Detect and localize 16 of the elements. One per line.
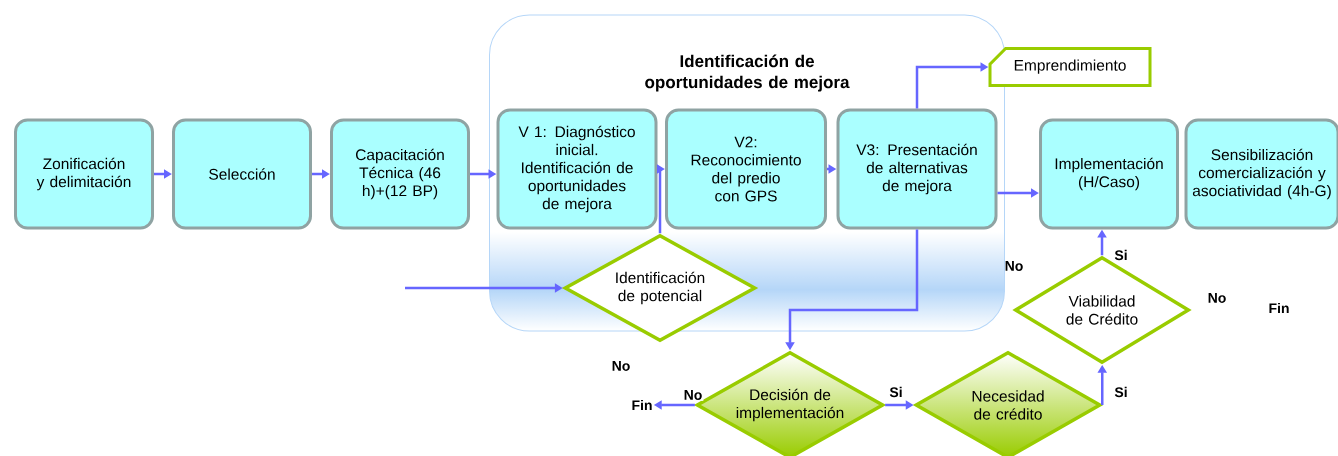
edge-label: Si xyxy=(1113,385,1129,399)
tag-box: Emprendimiento xyxy=(988,47,1152,87)
end-label: Fin xyxy=(630,398,654,412)
process-box: Selección xyxy=(172,118,312,230)
edge-label: Si xyxy=(888,385,904,399)
process-box: V3: Presentación de alternativas de mejora xyxy=(836,108,998,230)
process-box: Zonificación y delimitación xyxy=(14,118,154,230)
process-box: V2: Reconocimiento del predio con GPS xyxy=(665,108,827,230)
process-box: V 1: Diagnóstico inicial. Identificación de oportunidades de mejora xyxy=(496,108,658,230)
note-label: No xyxy=(612,361,630,371)
note-label: Fin xyxy=(1269,302,1289,314)
note-label: No xyxy=(1208,293,1226,303)
process-box: Sensibilización comercialización y asociatividad (4h-G) xyxy=(1184,118,1338,230)
process-box: Implementación (H/Caso) xyxy=(1039,118,1179,230)
process-box: Capacitación Técnica (46 h)+(12 BP) xyxy=(330,118,470,230)
edge-label: No xyxy=(682,389,704,401)
